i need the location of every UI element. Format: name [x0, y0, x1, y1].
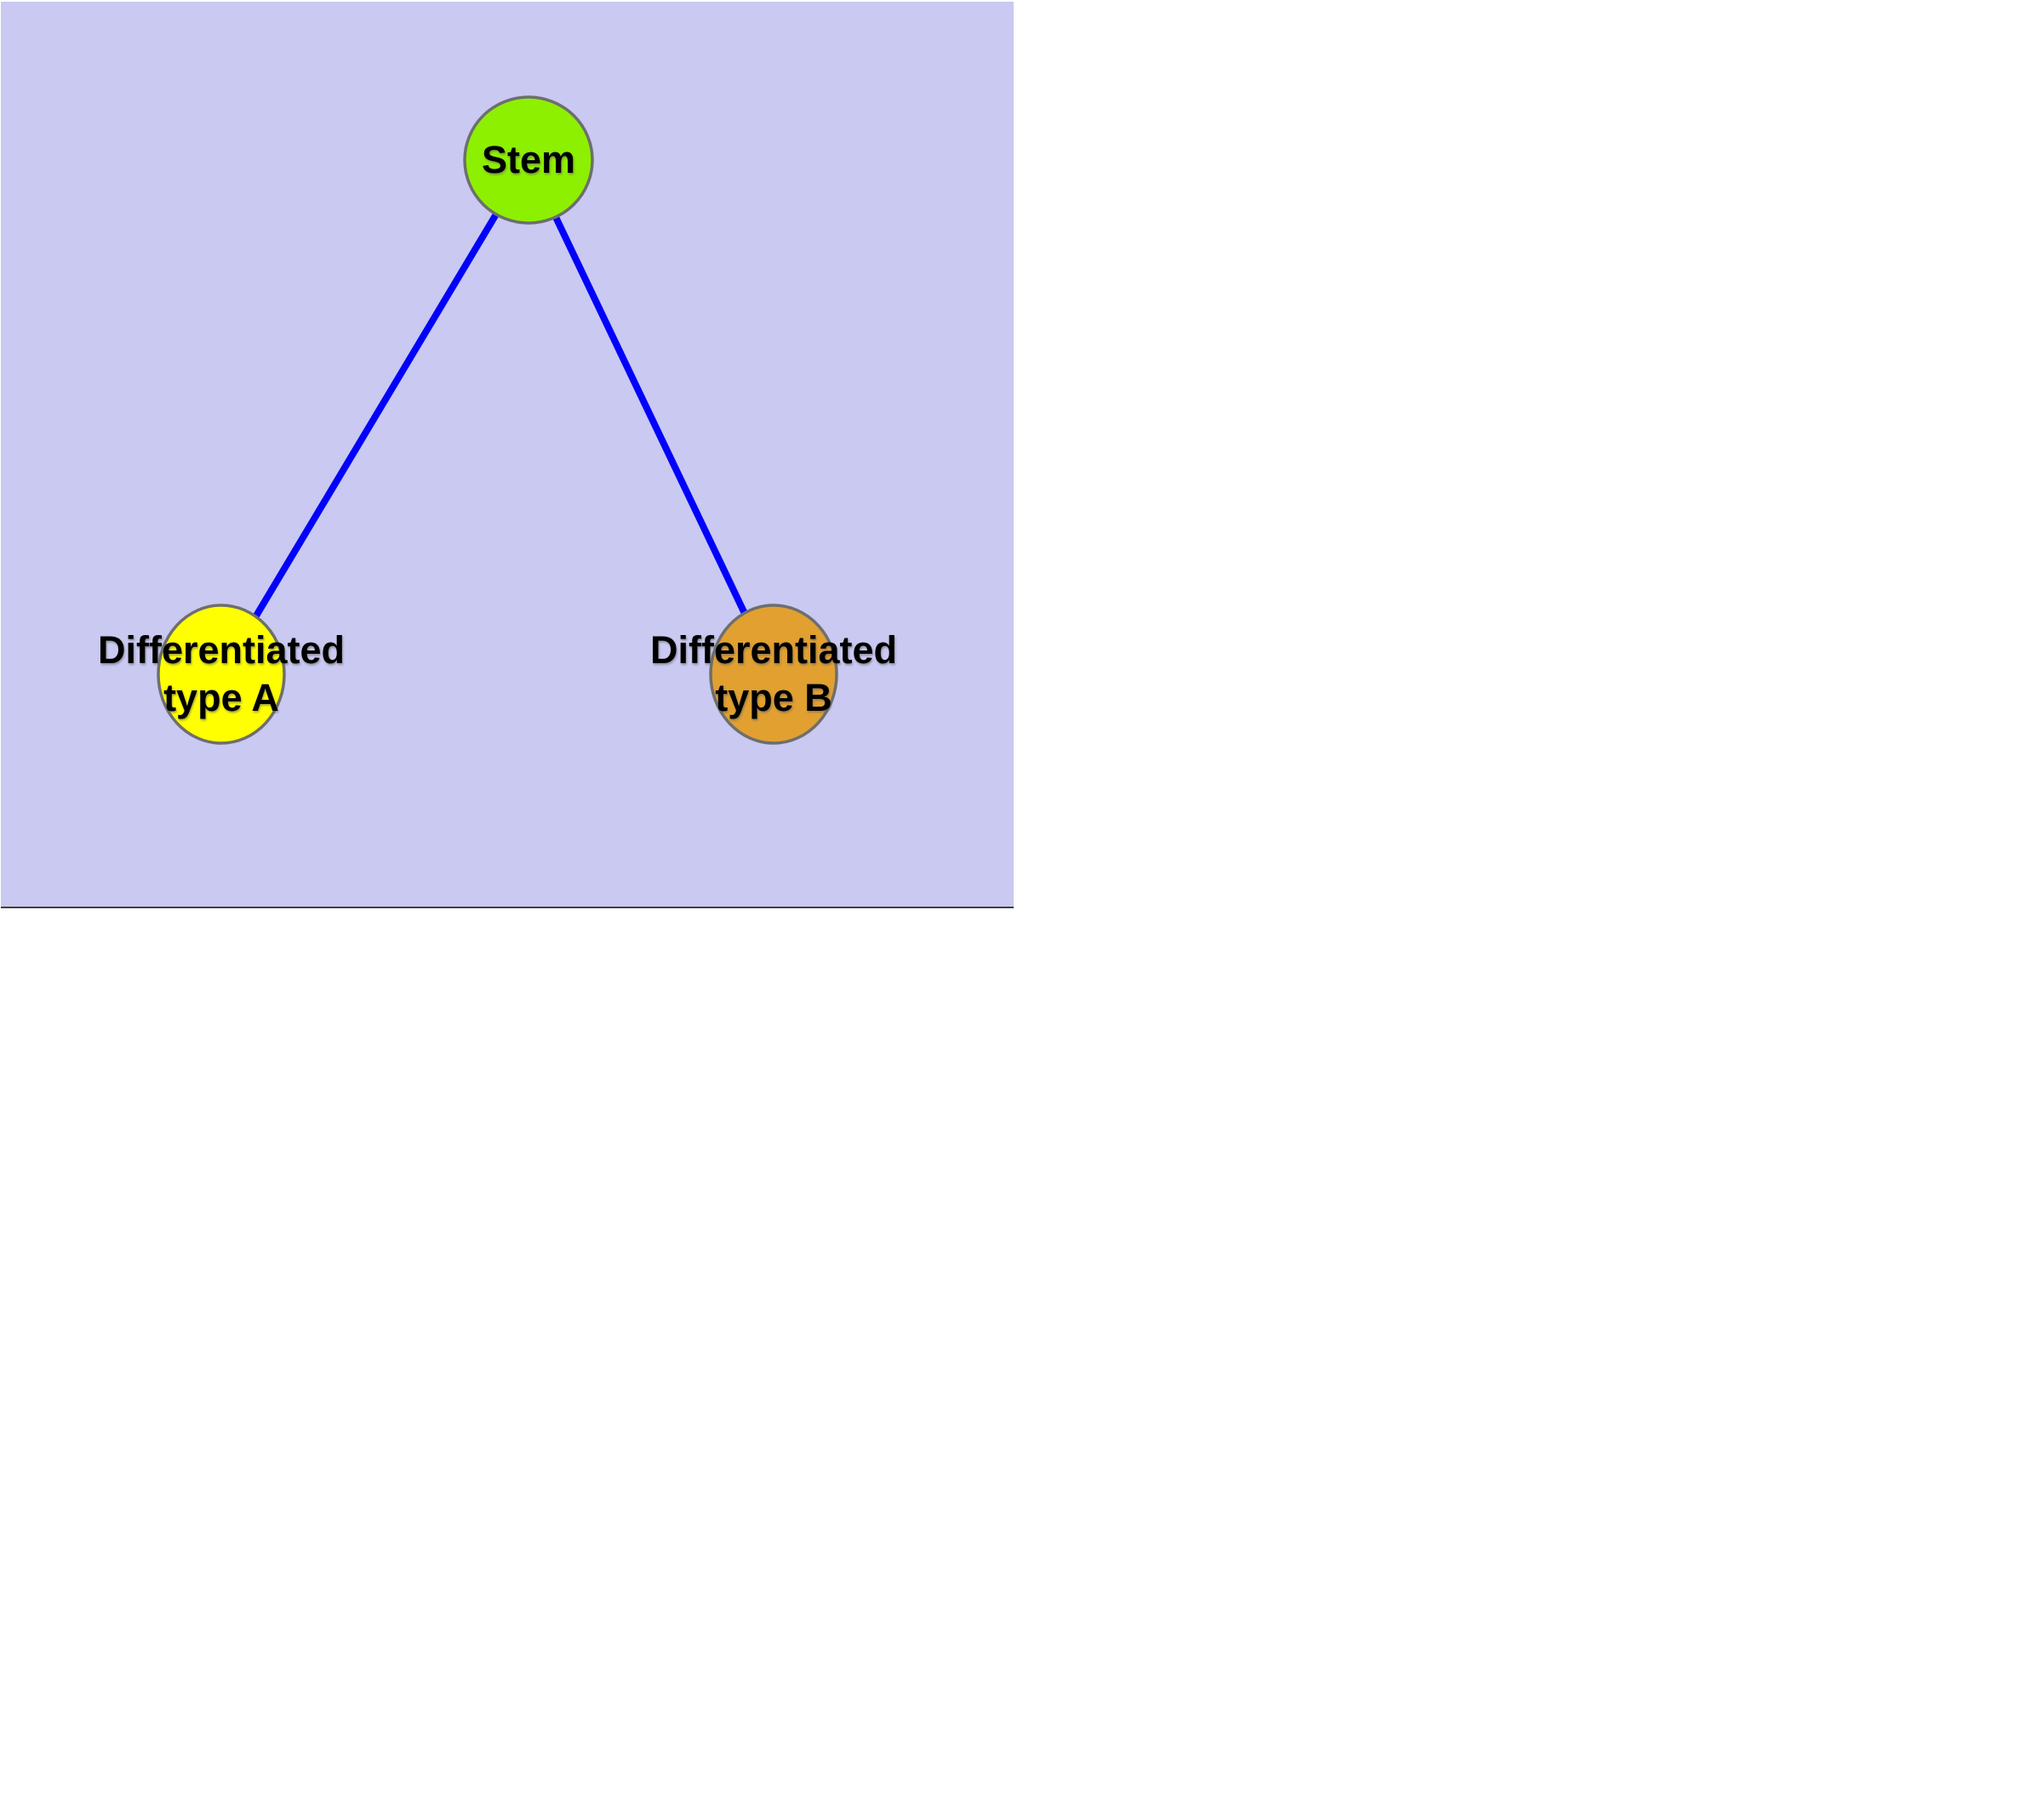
node-differentiated-type-b	[709, 604, 838, 745]
edge-stem-to-type-a	[218, 157, 532, 677]
graph-canvas	[157, 95, 838, 745]
node-differentiated-type-a	[157, 604, 286, 745]
screenshot-bottom-edge	[1, 907, 1014, 908]
node-stem	[463, 95, 594, 225]
edge-stem-to-type-b	[525, 158, 777, 676]
diagram-stage: Stem Differentiated type A Differentiate…	[1, 2, 1014, 908]
